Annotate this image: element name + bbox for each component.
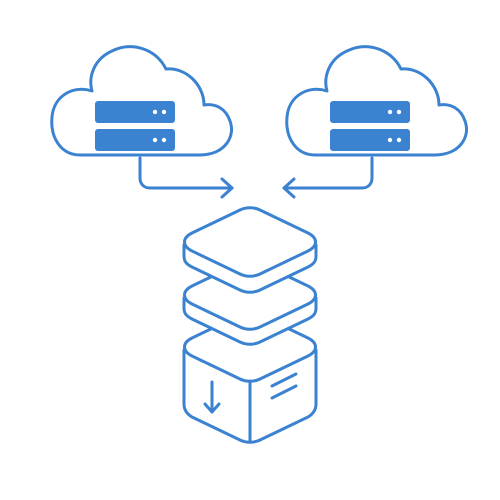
- storage-layer-top: [182, 206, 318, 294]
- arrow-down-icon: [203, 380, 221, 414]
- right-cloud-icon: [285, 45, 469, 157]
- storage-stack-icon: [182, 206, 318, 444]
- text-lines-icon: [270, 372, 298, 400]
- arrow-left-icon: [282, 156, 374, 199]
- arrow-right-icon: [138, 156, 234, 199]
- left-cloud-icon: [50, 45, 234, 157]
